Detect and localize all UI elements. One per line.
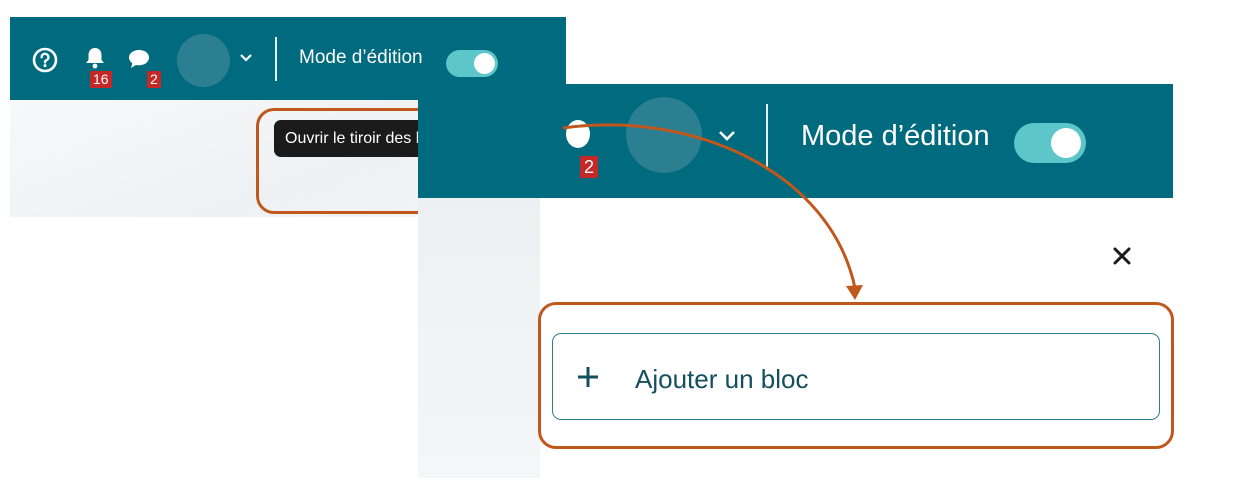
chat-icon[interactable] (127, 48, 151, 70)
close-icon[interactable] (1111, 245, 1133, 267)
notifications-count-badge: 16 (90, 71, 112, 88)
avatar[interactable] (177, 34, 230, 87)
header-divider (766, 104, 768, 170)
add-block-button[interactable]: Ajouter un bloc (552, 333, 1160, 420)
edit-mode-toggle[interactable] (1014, 123, 1086, 163)
page-content-area (418, 198, 540, 478)
edit-mode-toggle[interactable] (446, 50, 498, 77)
plus-icon (578, 367, 598, 387)
add-block-label: Ajouter un bloc (635, 364, 809, 394)
chevron-down-icon[interactable] (239, 53, 253, 63)
bell-icon[interactable] (84, 46, 106, 70)
help-icon[interactable] (32, 47, 58, 73)
avatar[interactable] (626, 97, 702, 173)
messages-count-badge: 2 (580, 156, 599, 178)
highlight-callout-add-block (538, 302, 1174, 449)
toggle-knob (474, 53, 495, 74)
edit-mode-label: Mode d’édition (801, 120, 990, 152)
header-divider (275, 37, 277, 81)
edit-mode-label: Mode d’édition (299, 47, 423, 68)
toggle-knob (1051, 128, 1081, 158)
chevron-down-icon[interactable] (718, 130, 736, 142)
messages-count-badge: 2 (147, 71, 161, 88)
chat-icon[interactable] (566, 120, 590, 148)
